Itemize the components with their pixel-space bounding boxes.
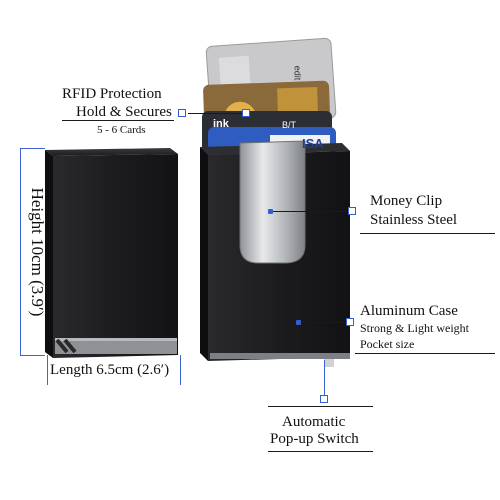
card-text-2: ink <box>213 118 229 130</box>
length-label: Length 6.5cm (2.6′) <box>50 362 170 378</box>
card-text-4: ISA <box>302 136 324 151</box>
switch-callout-line2: Pop-up Switch <box>270 431 359 447</box>
case-callout-line3: Pocket size <box>360 337 415 351</box>
rfid-marker-left <box>178 109 186 117</box>
height-guide-top <box>20 148 45 149</box>
height-guide-vertical <box>20 148 21 356</box>
closed-wallet-illustration <box>45 148 178 358</box>
open-wallet-illustration <box>200 37 350 367</box>
case-target-dot <box>296 320 301 325</box>
switch-underline <box>268 451 373 452</box>
clip-callout-line1: Money Clip <box>370 193 443 209</box>
rfid-underline <box>62 120 174 121</box>
length-guide-left <box>47 355 48 385</box>
rfid-callout-line2: Hold & Secures <box>76 104 172 120</box>
switch-topline <box>268 406 373 407</box>
case-callout-line1: Aluminum Case <box>360 303 458 319</box>
switch-callout-line1: Automatic <box>282 414 346 430</box>
case-marker <box>346 318 354 326</box>
rfid-callout-line3: 5 - 6 Cards <box>97 124 146 136</box>
height-guide-bottom <box>20 355 45 356</box>
card-text-3: B/T <box>282 120 297 130</box>
case-underline <box>355 353 495 354</box>
length-guide-right <box>180 355 181 385</box>
rfid-marker-right <box>242 109 250 117</box>
clip-target-dot <box>268 209 273 214</box>
switch-marker <box>320 395 328 403</box>
case-leader <box>301 322 347 323</box>
rfid-leader <box>188 113 243 114</box>
clip-underline <box>360 233 495 234</box>
case-callout-line2: Strong & Light weight <box>360 321 469 335</box>
card-text-1: edit <box>292 65 303 81</box>
height-label: Height 10cm (3.9′) <box>28 187 47 317</box>
rfid-callout-line1: RFID Protection <box>62 86 162 102</box>
clip-leader <box>273 211 348 212</box>
switch-leader-vertical <box>324 360 325 395</box>
clip-marker <box>348 207 356 215</box>
clip-callout-line2: Stainless Steel <box>370 212 458 228</box>
